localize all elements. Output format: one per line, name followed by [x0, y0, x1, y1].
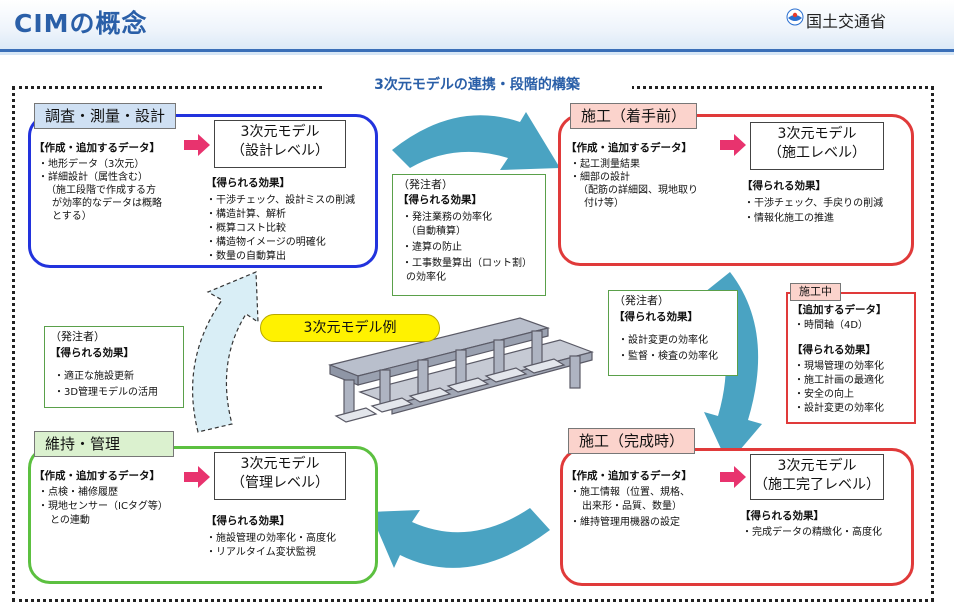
- design-effects-heading: 【得られる効果】: [206, 177, 290, 189]
- maintenance-data-item: ・点検・補修履歴: [38, 487, 118, 498]
- pre-construction-data-item: ・細部の設計: [570, 172, 630, 183]
- orderer-top-title: （発注者）: [398, 178, 453, 191]
- maintenance-effect-item: ・施設管理の効率化・高度化: [206, 533, 336, 544]
- orderer-right-item: ・設計変更の効率化: [618, 335, 708, 346]
- pre-construction-pink-arrow-icon: [720, 134, 746, 156]
- ministry-logo-icon: [786, 8, 804, 26]
- orderer-top-item: ・工事数量算出（ロット割）: [402, 258, 532, 269]
- during-construction-effect-item: ・設計変更の効率化: [794, 403, 884, 414]
- orderer-top-item: ・発注業務の効率化: [402, 212, 492, 223]
- orderer-top-item: の効率化: [406, 272, 446, 283]
- arrow-completion-to-maintenance-icon: [370, 508, 550, 568]
- orderer-top-item: （自動積算）: [406, 226, 466, 237]
- completion-model-line: （施工完了レベル）: [754, 477, 880, 493]
- design-model-line: 3次元モデル: [240, 124, 320, 140]
- completion-data-item: ・維持管理用機器の設定: [570, 517, 680, 528]
- design-data-item: が効率的なデータは概略: [52, 198, 162, 209]
- orderer-top-heading: 【得られる効果】: [398, 194, 482, 206]
- orderer-right-heading: 【得られる効果】: [614, 311, 698, 323]
- orderer-right-title: （発注者）: [614, 294, 669, 307]
- diagram-title: 3次元モデルの連携・段階的構築: [322, 74, 632, 96]
- model-example-label: 3次元モデル例: [260, 314, 440, 342]
- maintenance-stage-tag: 維持・管理: [34, 431, 174, 457]
- design-model-line: （設計レベル）: [231, 143, 329, 159]
- during-construction-tag: 施工中: [790, 283, 841, 301]
- design-data-heading: 【作成・追加するデータ】: [34, 142, 160, 154]
- completion-data-heading: 【作成・追加するデータ】: [566, 470, 692, 482]
- design-data-item: （施工段階で作成する方: [46, 185, 156, 196]
- during-construction-effects-heading: 【得られる効果】: [792, 344, 876, 356]
- orderer-box-top: [392, 174, 546, 296]
- design-effect-item: ・干渉チェック、設計ミスの削減: [206, 195, 356, 206]
- pre-construction-effect-item: ・情報化施工の推進: [744, 213, 834, 224]
- header-rule: [0, 49, 954, 52]
- design-effect-item: ・数量の自動算出: [206, 251, 286, 262]
- pre-construction-model-box: 3次元モデル （施工レベル）: [750, 122, 884, 170]
- maintenance-model-line: 3次元モデル: [240, 456, 320, 472]
- pre-construction-data-heading: 【作成・追加するデータ】: [566, 142, 692, 154]
- completion-model-line: 3次元モデル: [777, 458, 857, 474]
- pre-construction-data-item: （配筋の詳細図、現地取り: [578, 185, 698, 196]
- ministry-name: 国土交通省: [806, 12, 887, 31]
- completion-effect-item: ・完成データの精緻化・高度化: [742, 527, 882, 538]
- orderer-left-heading: 【得られる効果】: [50, 347, 134, 359]
- orderer-box-right: [608, 290, 738, 376]
- orderer-top-item: ・違算の防止: [402, 242, 462, 253]
- pre-construction-data-item: ・起工測量結果: [570, 159, 640, 170]
- pre-construction-effect-item: ・干渉チェック、手戻りの削減: [744, 198, 884, 209]
- design-stage-tag: 調査・測量・設計: [34, 103, 177, 129]
- pre-construction-effects-heading: 【得られる効果】: [742, 180, 826, 192]
- during-construction-effect-item: ・施工計画の最適化: [794, 375, 884, 386]
- design-model-box: 3次元モデル （設計レベル）: [214, 120, 346, 168]
- orderer-right-item: ・監督・検査の効率化: [618, 351, 718, 362]
- completion-stage-tag: 施工（完成時）: [568, 428, 696, 454]
- orderer-left-item: ・適正な施設更新: [54, 371, 134, 382]
- design-effect-item: ・概算コスト比較: [206, 223, 286, 234]
- pre-construction-model-line: 3次元モデル: [777, 126, 857, 142]
- arrow-maintenance-to-design-icon: [192, 271, 259, 433]
- during-construction-data-item: ・時間軸（4D）: [794, 320, 869, 331]
- during-construction-effect-item: ・安全の向上: [794, 389, 854, 400]
- design-data-item: ・地形データ（3次元）: [38, 159, 145, 170]
- during-construction-data-heading: 【追加するデータ】: [792, 304, 887, 316]
- maintenance-model-box: 3次元モデル （管理レベル）: [214, 452, 346, 500]
- design-pink-arrow-icon: [184, 134, 210, 156]
- during-construction-effect-item: ・現場管理の効率化: [794, 361, 884, 372]
- orderer-left-title: （発注者）: [50, 330, 105, 343]
- completion-effects-heading: 【得られる効果】: [740, 510, 824, 522]
- during-construction-box: [786, 292, 916, 424]
- design-data-item: とする）: [52, 211, 92, 222]
- completion-model-box: 3次元モデル （施工完了レベル）: [750, 454, 884, 500]
- maintenance-model-line: （管理レベル）: [231, 475, 329, 491]
- completion-data-item: ・施工情報（位置、規格、: [570, 487, 690, 498]
- orderer-box-left: [44, 326, 184, 408]
- maintenance-effect-item: ・リアルタイム変状監視: [206, 547, 316, 558]
- maintenance-data-heading: 【作成・追加するデータ】: [34, 470, 160, 482]
- design-effect-item: ・構造計算、解析: [206, 209, 286, 220]
- pre-construction-stage-tag: 施工（着手前）: [570, 103, 698, 129]
- bridge-illustration: [328, 317, 594, 423]
- pre-construction-data-item: 付け等）: [584, 198, 624, 209]
- maintenance-pink-arrow-icon: [184, 466, 210, 488]
- completion-pink-arrow-icon: [720, 466, 746, 488]
- maintenance-data-item: との連動: [50, 515, 90, 526]
- design-effect-item: ・構造物イメージの明確化: [206, 237, 326, 248]
- completion-data-item: 出来形・品質、数量）: [582, 501, 682, 512]
- maintenance-effects-heading: 【得られる効果】: [206, 515, 290, 527]
- design-data-item: ・詳細設計（属性含む）: [38, 172, 148, 183]
- maintenance-data-item: ・現地センサー（ICタグ等）: [38, 501, 168, 512]
- pre-construction-model-line: （施工レベル）: [768, 145, 866, 161]
- orderer-left-item: ・3D管理モデルの活用: [54, 387, 159, 398]
- arrow-design-to-construction-icon: [392, 112, 560, 170]
- page-title: CIMの概念: [14, 9, 148, 38]
